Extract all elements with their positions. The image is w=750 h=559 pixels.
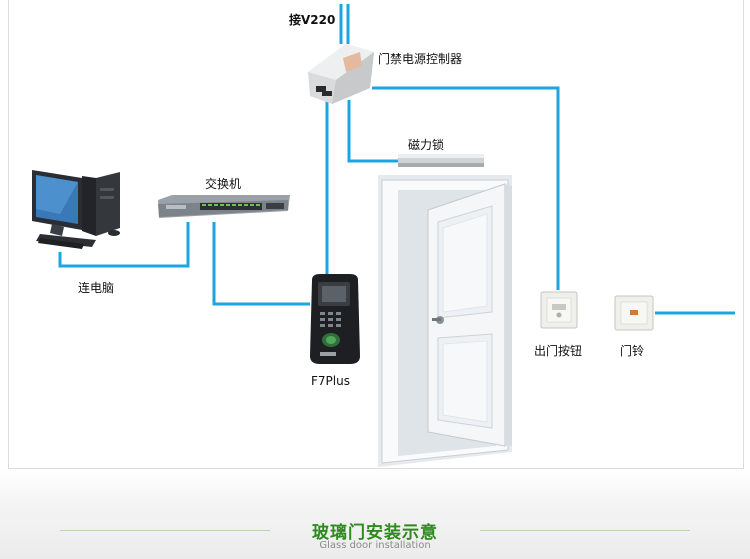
- switch-label: 交换机: [205, 177, 242, 191]
- power-controller-icon: [308, 44, 374, 104]
- desktop-computer-icon: [32, 170, 120, 249]
- footer-divider-left: [60, 530, 270, 531]
- exit-button-label: 出门按钮: [534, 344, 583, 358]
- magnetic-lock-icon: [398, 154, 484, 167]
- doorbell-icon: [614, 295, 654, 331]
- wire-switch-to-computer: [58, 222, 190, 268]
- footer-band: [0, 469, 750, 559]
- wiring-canvas: [32, 4, 735, 467]
- reader-label: F7Plus: [311, 374, 350, 388]
- wire-controller-to-maglock: [347, 100, 400, 163]
- footer-title: 玻璃门安装示意: [312, 523, 438, 543]
- wiring: [58, 4, 735, 315]
- diagram-panel: [8, 0, 744, 469]
- network-switch-icon: [158, 195, 290, 218]
- fingerprint-reader-icon: [310, 274, 360, 364]
- door-icon: [378, 175, 512, 467]
- exit-button-icon: [540, 291, 578, 329]
- maglock-label: 磁力锁: [408, 138, 445, 152]
- controller-label: 门禁电源控制器: [378, 52, 463, 66]
- doorbell-label: 门铃: [620, 344, 645, 358]
- wire-controller-to-exit-button: [372, 86, 560, 290]
- footer-divider-right: [480, 530, 690, 531]
- wire-switch-to-reader: [212, 222, 310, 306]
- footer-subtitle: Glass door installation: [319, 540, 431, 551]
- computer-label: 连电脑: [78, 281, 115, 295]
- power-input-label: 接V220: [289, 13, 336, 27]
